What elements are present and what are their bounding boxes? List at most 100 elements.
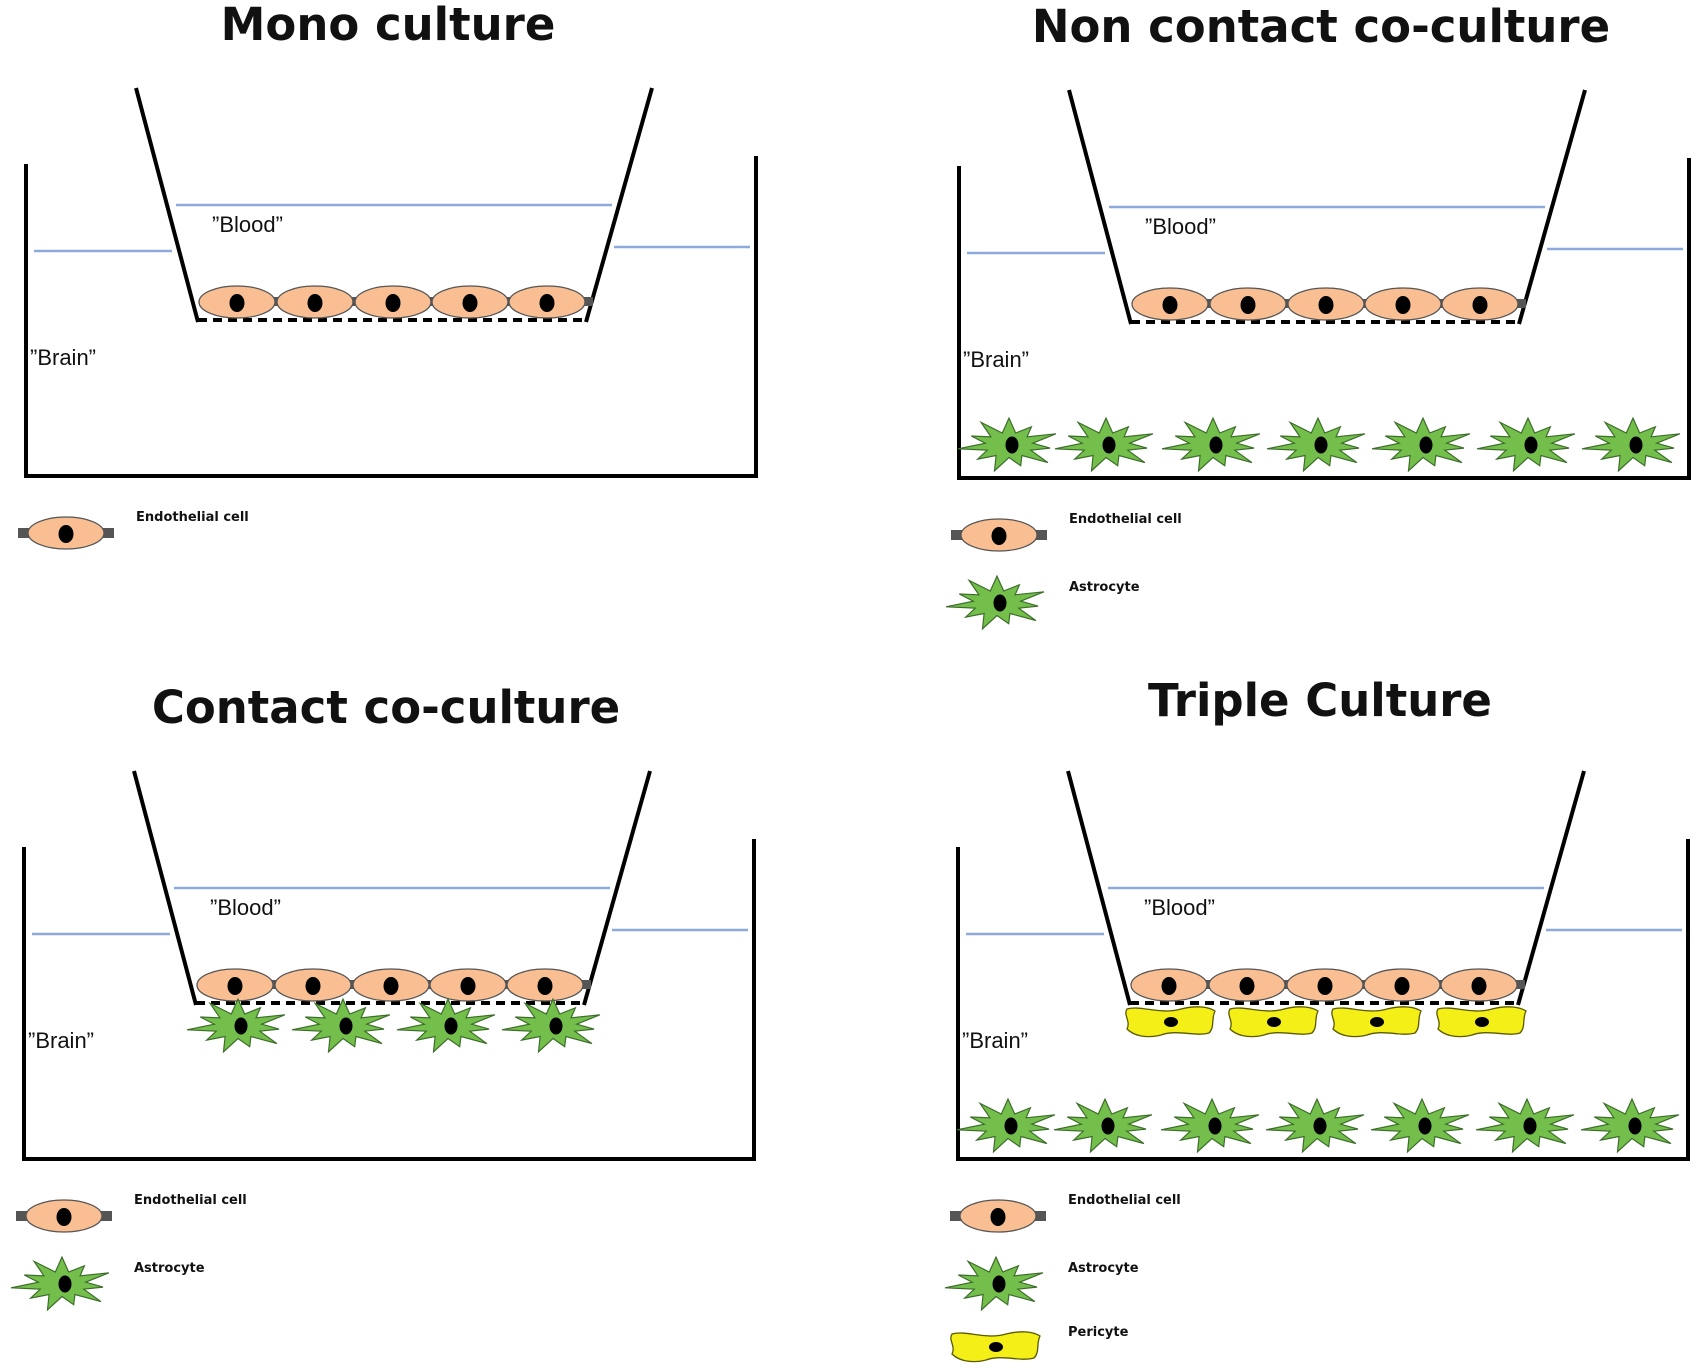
nucleus (537, 977, 553, 995)
endothelial-cell (1208, 968, 1286, 1002)
nucleus (58, 1275, 72, 1293)
nucleus (1475, 1017, 1489, 1027)
endothelial-cell (1440, 968, 1518, 1002)
panel-title: Triple Culture (1148, 674, 1492, 727)
endothelial-cell (1287, 287, 1365, 321)
legend-label-endothelial: Endothelial cell (136, 510, 249, 525)
nucleus (462, 294, 478, 312)
endothelial-cell (1130, 968, 1208, 1002)
nucleus (1004, 1117, 1018, 1135)
nucleus (229, 294, 245, 312)
nucleus (991, 527, 1007, 545)
astrocyte-cell (1370, 1097, 1470, 1154)
astrocyte-cell (1371, 416, 1471, 473)
cell-junction-left (951, 530, 963, 540)
astrocyte-cell (956, 1097, 1056, 1154)
nucleus (1370, 1017, 1384, 1027)
endothelial-cell (508, 285, 586, 319)
nucleus (1239, 977, 1255, 995)
nucleus (992, 1275, 1006, 1293)
panel-title: Contact co-culture (152, 681, 620, 734)
insert-wall-right (1516, 770, 1586, 1006)
astrocyte-cell (396, 997, 496, 1054)
pericyte-cell (1331, 1006, 1422, 1038)
nucleus (305, 977, 321, 995)
astrocyte-cell (1581, 416, 1681, 473)
endothelial-cell (431, 285, 509, 319)
insert-wall-left (1066, 770, 1132, 1006)
tight-junction (1513, 980, 1525, 989)
legend-astrocyte-icon (10, 1255, 110, 1312)
astrocyte-cell (1054, 416, 1154, 473)
nucleus (1162, 296, 1178, 314)
legend-pericyte-icon (950, 1331, 1041, 1363)
cell-junction-left (18, 528, 30, 538)
astrocyte-cell (186, 997, 286, 1054)
nucleus (1471, 977, 1487, 995)
nucleus (234, 1017, 248, 1035)
nucleus (1313, 1117, 1327, 1135)
astrocyte-cell (1580, 1097, 1680, 1154)
nucleus (339, 1017, 353, 1035)
nucleus (227, 977, 243, 995)
legend-label-endothelial: Endothelial cell (134, 1193, 247, 1208)
endothelial-cell (196, 968, 274, 1002)
pericyte-cell (1125, 1006, 1216, 1038)
nucleus (990, 1208, 1006, 1226)
endothelial-cell (354, 285, 432, 319)
nucleus (1164, 1017, 1178, 1027)
nucleus (1523, 1117, 1537, 1135)
endothelial-cell (198, 285, 276, 319)
astrocyte-cell (1161, 416, 1261, 473)
legend-endothelial-icon (951, 518, 1047, 552)
astrocyte-cell (957, 416, 1057, 473)
insert-wall-left (132, 770, 198, 1006)
insert-wall-left (134, 87, 200, 323)
legend-endothelial-icon (18, 516, 114, 550)
blood-label: ”Blood” (212, 212, 283, 237)
panel-mono: Mono culture”Blood””Brain”Endothelial ce… (18, 0, 758, 550)
astrocyte-cell (1266, 416, 1366, 473)
nucleus (1419, 436, 1433, 454)
nucleus (1395, 296, 1411, 314)
nucleus (460, 977, 476, 995)
legend-label-endothelial: Endothelial cell (1069, 512, 1182, 527)
cell-junction-right (1034, 1211, 1046, 1221)
nucleus (1208, 1117, 1222, 1135)
pericyte-cell (1436, 1006, 1527, 1038)
endothelial-cell (276, 285, 354, 319)
endothelial-cell (429, 968, 507, 1002)
legend-astrocyte-icon (944, 1255, 1044, 1312)
nucleus (444, 1017, 458, 1035)
endothelial-cell (506, 968, 584, 1002)
panel-non-contact: Non contact co-culture”Blood””Brain”Endo… (945, 0, 1691, 631)
nucleus (1209, 436, 1223, 454)
nucleus (1240, 296, 1256, 314)
tight-junction (579, 980, 591, 989)
endothelial-cell (1131, 287, 1209, 321)
endothelial-cell (1441, 287, 1519, 321)
nucleus (1005, 436, 1019, 454)
blood-label: ”Blood” (1144, 895, 1215, 920)
nucleus (383, 977, 399, 995)
nucleus (1418, 1117, 1432, 1135)
nucleus (1161, 977, 1177, 995)
brain-label: ”Brain” (30, 345, 96, 370)
legend-label-pericyte: Pericyte (1068, 1325, 1129, 1340)
cell-junction-left (950, 1211, 962, 1221)
nucleus (1318, 296, 1334, 314)
astrocyte-cell (1160, 1097, 1260, 1154)
cell-junction-right (102, 528, 114, 538)
cell-junction-right (100, 1211, 112, 1221)
panel-contact: Contact co-culture”Blood””Brain”Endothel… (10, 681, 756, 1312)
nucleus (1267, 1017, 1281, 1027)
endothelial-cell (1364, 287, 1442, 321)
insert-wall-right (584, 87, 654, 323)
nucleus (1472, 296, 1488, 314)
pericyte-cell (1228, 1006, 1319, 1038)
nucleus (1314, 436, 1328, 454)
nucleus (1101, 1117, 1115, 1135)
brain-label: ”Brain” (28, 1028, 94, 1053)
tight-junction (581, 297, 593, 306)
